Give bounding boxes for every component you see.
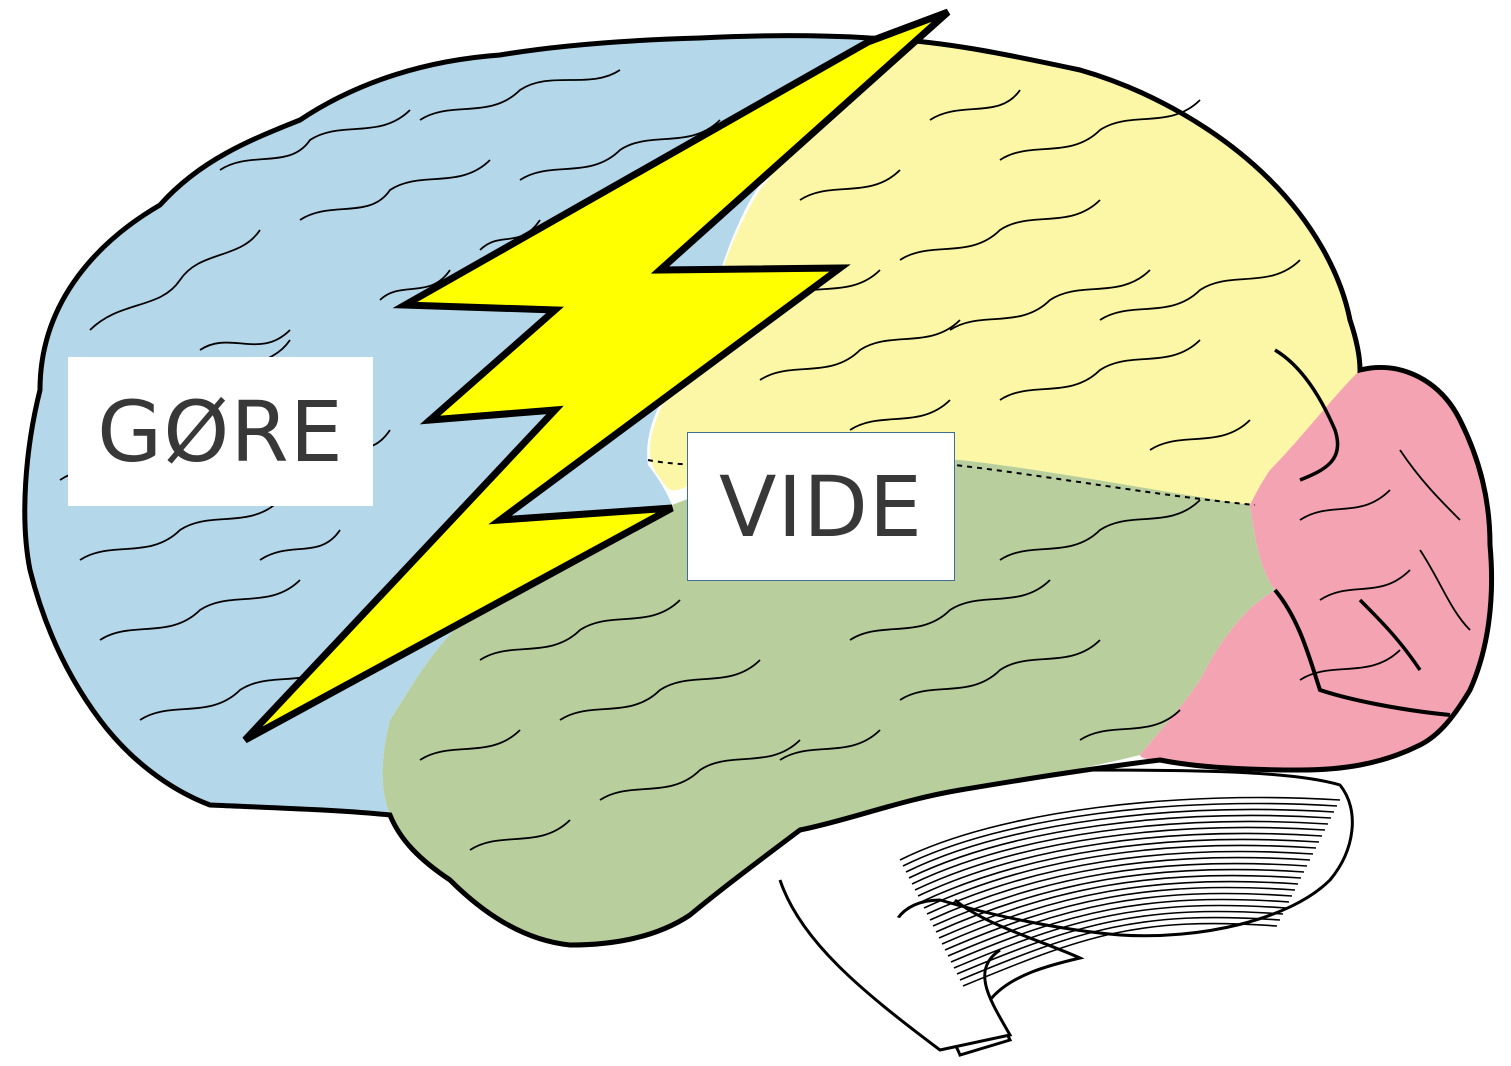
label-gore: GØRE <box>68 357 373 506</box>
label-vide: VIDE <box>687 432 955 581</box>
